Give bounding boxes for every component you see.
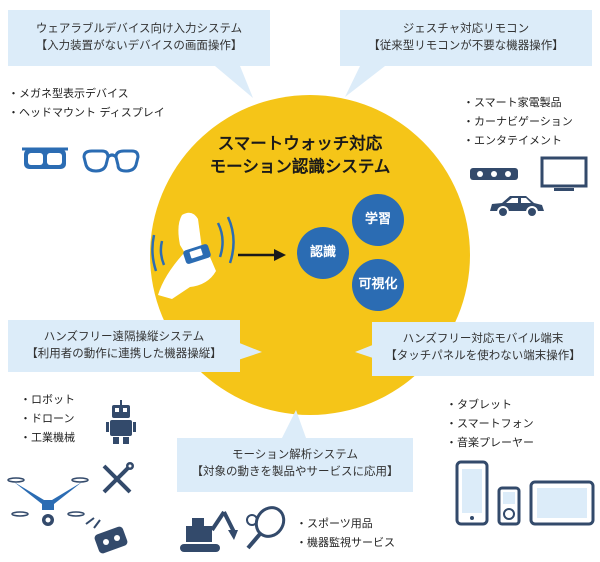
list-item: ドローン: [20, 409, 75, 428]
list-item: タブレット: [446, 395, 534, 414]
list-item: 音楽プレーヤー: [446, 433, 534, 452]
wearable-input-list: メガネ型表示デバイス ヘッドマウント ディスプレイ: [8, 84, 165, 122]
motion-sensor-icon: [470, 168, 518, 180]
center-title-line2: モーション認識システム: [209, 157, 391, 176]
tv-icon: [540, 156, 588, 191]
watch-arm-icon: [151, 212, 235, 299]
list-item: 機器監視サービス: [296, 533, 395, 552]
list-item: スマートフォン: [446, 414, 534, 433]
handsfree-mobile-bubble: ハンズフリー対応モバイル端末 【タッチパネルを使わない端末操作】: [372, 322, 594, 376]
wearable-input-subtitle: 【入力装置がないデバイスの画面操作】: [35, 38, 243, 52]
list-item: スポーツ用品: [296, 514, 395, 533]
handsfree-mobile-subtitle: 【タッチパネルを使わない端末操作】: [385, 348, 581, 362]
gesture-remote-list: スマート家電製品 カーナビゲーション エンタテイメント: [463, 93, 573, 150]
wearable-input-title: ウェアラブルデバイス向け入力システム: [35, 21, 243, 35]
list-item: エンタテイメント: [463, 131, 573, 150]
gesture-remote-subtitle: 【従来型リモコンが不要な機器操作】: [368, 38, 564, 52]
wearable-input-bubble: ウェアラブルデバイス向け入力システム 【入力装置がないデバイスの画面操作】: [8, 10, 270, 66]
handsfree-remote-list: ロボット ドローン 工業機械: [20, 390, 75, 447]
handsfree-mobile-title: ハンズフリー対応モバイル端末: [402, 331, 564, 345]
gesture-remote-bubble: ジェスチャ対応リモコン 【従来型リモコンが不要な機器操作】: [340, 10, 592, 66]
motion-analysis-title: モーション解析システム: [232, 447, 358, 461]
list-item: メガネ型表示デバイス: [8, 84, 165, 103]
arrow-right-icon: [238, 249, 286, 261]
recognition-circle: 認識: [297, 227, 349, 279]
motion-analysis-bubble: モーション解析システム 【対象の動きを製品やサービスに応用】: [177, 438, 413, 492]
handsfree-remote-subtitle: 【利用者の動作に連携した機器操縦】: [26, 346, 222, 360]
learning-circle: 学習: [352, 194, 404, 246]
motion-analysis-subtitle: 【対象の動きを製品やサービスに応用】: [191, 464, 399, 478]
mobile-devices-icon: [455, 460, 595, 526]
excavator-icon: [180, 510, 238, 552]
handsfree-mobile-list: タブレット スマートフォン 音楽プレーヤー: [446, 395, 534, 452]
drone-icon: [7, 477, 89, 526]
controller-icon: [85, 517, 128, 554]
visualization-circle: 可視化: [352, 259, 404, 311]
tools-icon: [102, 462, 134, 494]
handsfree-remote-bubble: ハンズフリー遠隔操縦システム 【利用者の動作に連携した機器操縦】: [8, 320, 240, 372]
list-item: カーナビゲーション: [463, 112, 573, 131]
handsfree-remote-title: ハンズフリー遠隔操縦システム: [43, 329, 205, 343]
list-item: ヘッドマウント ディスプレイ: [8, 103, 165, 122]
list-item: 工業機械: [20, 428, 75, 447]
robot-icon: [106, 400, 136, 444]
glasses-icon: [22, 147, 140, 173]
motion-analysis-list: スポーツ用品 機器監視サービス: [296, 514, 395, 552]
center-title: スマートウォッチ対応 モーション認識システム: [180, 132, 420, 178]
list-item: ロボット: [20, 390, 75, 409]
car-icon: [490, 196, 544, 218]
tennis-racket-icon: [246, 506, 286, 550]
gesture-remote-title: ジェスチャ対応リモコン: [402, 21, 530, 35]
list-item: スマート家電製品: [463, 93, 573, 112]
center-title-line1: スマートウォッチ対応: [217, 134, 383, 153]
